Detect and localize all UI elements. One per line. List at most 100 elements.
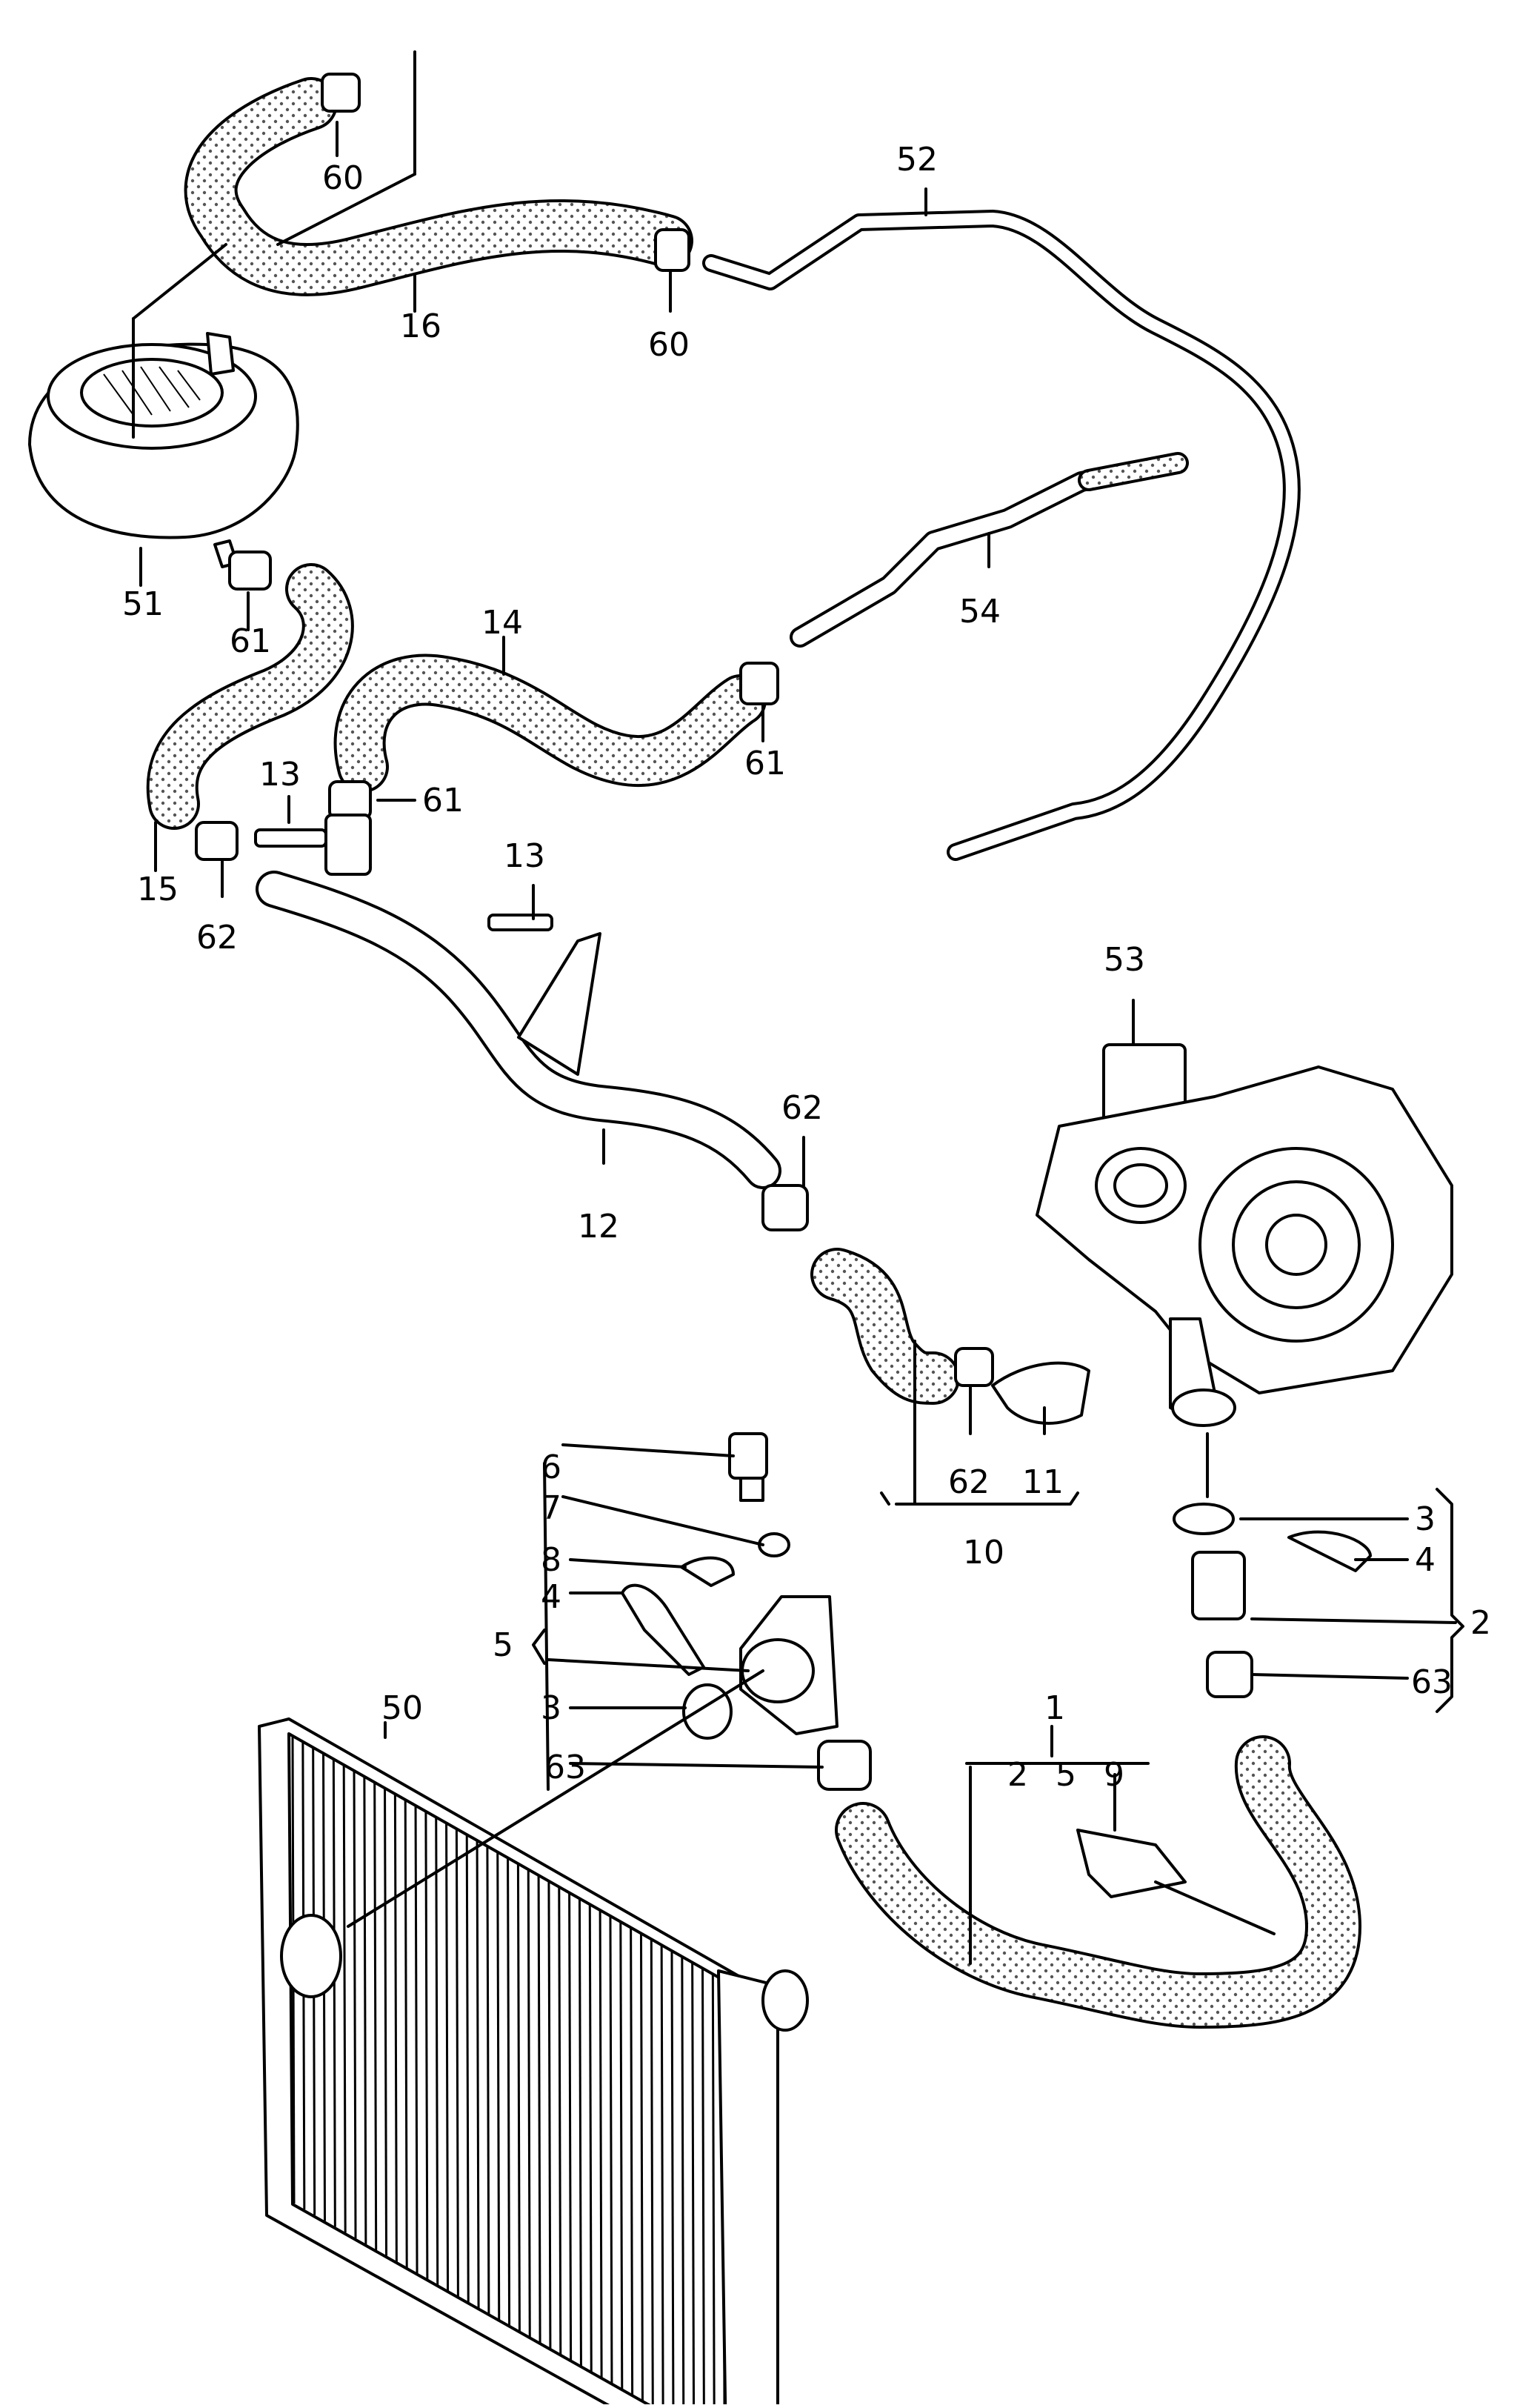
radiator-fin xyxy=(363,1776,367,2245)
hose-16 xyxy=(184,77,693,296)
flange-2-right xyxy=(1191,1551,1246,1620)
radiator-fin xyxy=(537,1875,541,2344)
radiator-fin xyxy=(476,1840,480,2309)
expansion-tank-51 xyxy=(28,332,299,568)
label-62-lower: 62 xyxy=(948,1463,990,1501)
label-2-bottom: 2 xyxy=(1007,1756,1028,1794)
label-13-lower: 13 xyxy=(504,837,545,875)
label-4-right: 4 xyxy=(1415,1541,1436,1579)
radiator-fin xyxy=(404,1799,408,2268)
radiator-fin xyxy=(650,1939,654,2408)
label-60-top: 60 xyxy=(322,159,364,197)
radiator-fin xyxy=(373,1781,378,2250)
clip-8 xyxy=(680,1556,735,1587)
label-61-lower: 61 xyxy=(422,782,464,819)
radiator-fin xyxy=(384,1787,388,2256)
connector-11 xyxy=(991,1361,1090,1425)
radiator-fin xyxy=(516,1863,521,2332)
radiator-fin xyxy=(486,1846,490,2315)
radiator-fin xyxy=(465,1834,470,2303)
label-14: 14 xyxy=(481,604,523,642)
label-2-right: 2 xyxy=(1470,1604,1491,1642)
label-5-bottom: 5 xyxy=(1056,1756,1076,1794)
clamp-63-left xyxy=(817,1740,872,1791)
clamp-61-left xyxy=(228,551,272,591)
o-ring-3-left xyxy=(682,1683,733,1740)
label-61-left: 61 xyxy=(230,622,271,660)
label-51: 51 xyxy=(122,585,164,623)
hose-lower-center xyxy=(810,1248,960,1405)
radiator-fin xyxy=(527,1869,531,2338)
radiator-fin xyxy=(445,1822,450,2291)
radiator-fin xyxy=(619,1921,624,2390)
clamp-60-mid xyxy=(654,228,690,272)
radiator-fin xyxy=(414,1805,419,2274)
label-50: 50 xyxy=(381,1689,423,1727)
label-62-mid: 62 xyxy=(781,1089,823,1127)
radiator-50 xyxy=(258,1717,809,2408)
radiator-fin xyxy=(342,1764,347,2233)
radiator-fin xyxy=(691,1962,696,2408)
label-3-left: 3 xyxy=(541,1689,561,1727)
radiator-fin xyxy=(599,1909,603,2378)
radiator-fin xyxy=(558,1886,562,2355)
radiator-fin xyxy=(547,1880,552,2349)
hose-14 xyxy=(333,653,767,793)
o-ring-3-right xyxy=(1173,1503,1235,1535)
pipe-54 xyxy=(790,452,1189,648)
clamp-62-lower xyxy=(954,1347,994,1387)
radiator-fin xyxy=(630,1927,634,2396)
radiator-fin xyxy=(455,1828,459,2297)
clamp-61-lower xyxy=(328,780,372,820)
label-61-right: 61 xyxy=(744,745,786,782)
radiator-fin xyxy=(660,1944,664,2408)
clip-4-right xyxy=(1287,1530,1372,1572)
radiator-fin xyxy=(568,1892,573,2361)
radiator-fin xyxy=(578,1898,582,2367)
hose-2 xyxy=(835,1735,1361,2029)
radiator-fin xyxy=(588,1903,593,2372)
label-9: 9 xyxy=(1104,1756,1124,1794)
radiator-fin xyxy=(393,1793,398,2262)
pipe-52 xyxy=(702,210,1301,861)
label-52: 52 xyxy=(896,141,938,179)
radiator-fin xyxy=(670,1950,675,2408)
clamp-63-right xyxy=(1206,1651,1253,1698)
label-53: 53 xyxy=(1104,941,1145,979)
label-63-left: 63 xyxy=(544,1749,586,1786)
leader-lines xyxy=(132,50,1464,1965)
label-3-right: 3 xyxy=(1415,1500,1436,1538)
radiator-fin xyxy=(639,1933,644,2402)
label-13-upper: 13 xyxy=(259,756,301,794)
radiator-fin xyxy=(609,1915,613,2384)
bolt-13-upper xyxy=(254,814,372,876)
radiator-fin xyxy=(424,1811,429,2280)
holder-9 xyxy=(1076,1829,1187,1898)
label-12: 12 xyxy=(578,1208,619,1245)
hose-15 xyxy=(146,563,354,830)
label-8: 8 xyxy=(541,1541,561,1579)
clamp-62-mid xyxy=(761,1184,809,1231)
label-4-left: 4 xyxy=(541,1578,561,1616)
clip-4-left xyxy=(621,1583,705,1676)
label-6: 6 xyxy=(541,1449,561,1486)
radiator-fin xyxy=(435,1817,439,2286)
callout-labels: 60 16 60 52 51 61 14 54 61 13 61 15 62 1… xyxy=(122,141,1491,1794)
radiator-fin xyxy=(496,1852,501,2321)
label-10: 10 xyxy=(963,1534,1004,1571)
label-63-right: 63 xyxy=(1411,1663,1453,1701)
clamp-60-top xyxy=(321,73,361,113)
pipe-12 xyxy=(256,871,781,1189)
label-62-left: 62 xyxy=(196,919,238,957)
radiator-fin xyxy=(507,1857,511,2326)
label-5: 5 xyxy=(493,1626,513,1664)
flange-5 xyxy=(739,1595,838,1735)
label-11: 11 xyxy=(1022,1463,1064,1501)
label-54: 54 xyxy=(959,593,1001,631)
radiator-fin xyxy=(711,1974,716,2408)
label-15: 15 xyxy=(137,871,179,908)
clamp-62-left xyxy=(195,821,239,861)
radiator-fin xyxy=(353,1770,357,2239)
